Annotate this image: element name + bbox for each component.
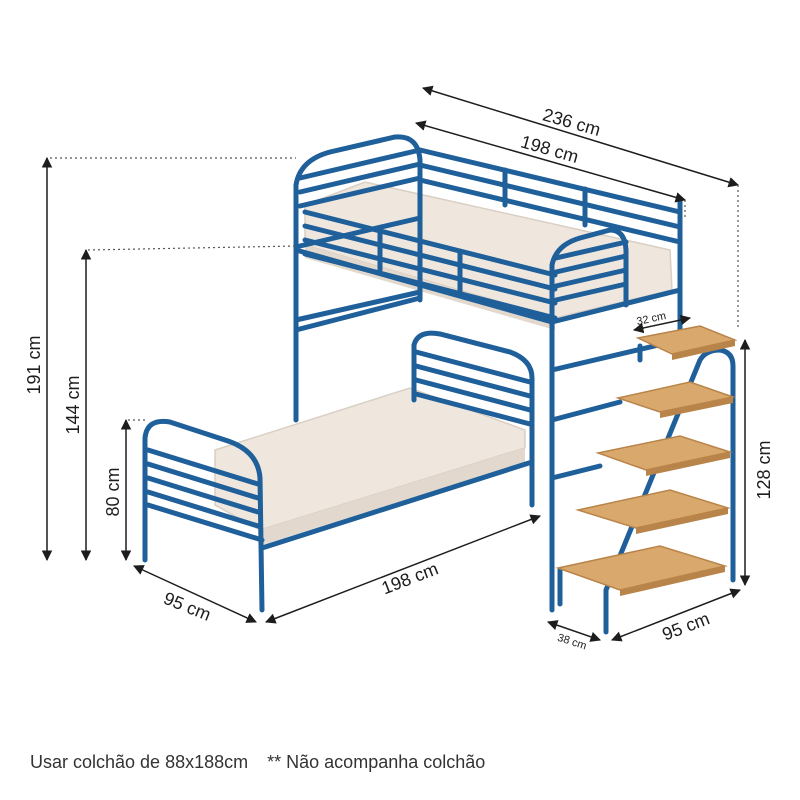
top-base-frame: [293, 197, 683, 333]
stair-steps: [555, 325, 738, 591]
label-144: 144 cm: [63, 375, 83, 434]
stair-step-1-edge: [672, 340, 735, 360]
label-128: 128 cm: [754, 440, 774, 499]
stair-unit: [555, 325, 738, 635]
stair-step-edges: [620, 340, 735, 596]
mattress-note: Usar colchão de 88x188cm: [30, 752, 249, 772]
dimension-lines: [41, 85, 751, 642]
dotted-guides: [50, 157, 739, 421]
stair-step-4-edge: [636, 508, 728, 534]
dim-line-198-bottom: [265, 514, 541, 624]
stair-step-4: [575, 489, 731, 529]
stair-step-5: [555, 545, 728, 591]
label-236: 236 cm: [541, 104, 603, 139]
lower-footboard: [142, 418, 265, 613]
dim-line-95-right: [611, 588, 741, 642]
stair-step-2-edge: [660, 397, 733, 418]
not-included-note: ** Não acompanha colchão: [267, 752, 486, 772]
label-198-bottom: 198 cm: [379, 558, 441, 598]
dim-line-32: [632, 314, 692, 334]
label-32: 32 cm: [635, 310, 667, 328]
dim-line-38: [547, 620, 601, 642]
stair-step-3-edge: [646, 452, 730, 476]
label-80: 80 cm: [103, 467, 123, 516]
stair-step-5-edge: [620, 566, 725, 596]
top-footboard: [549, 227, 629, 483]
footer-notes: Usar colchão de 88x188cm ** Não acompanh…: [30, 752, 485, 773]
label-191: 191 cm: [24, 335, 44, 394]
lower-bed: [142, 330, 535, 613]
stair-step-3: [595, 435, 733, 471]
stair-frame: [557, 343, 736, 635]
top-mattress: [304, 181, 673, 319]
stair-step-2: [615, 381, 736, 413]
dim-line-95-left: [133, 565, 257, 623]
dim-line-198-top: [414, 120, 687, 203]
label-95-left: 95 cm: [161, 588, 214, 625]
label-95-right: 95 cm: [659, 608, 712, 644]
lower-headboard: [411, 330, 535, 508]
